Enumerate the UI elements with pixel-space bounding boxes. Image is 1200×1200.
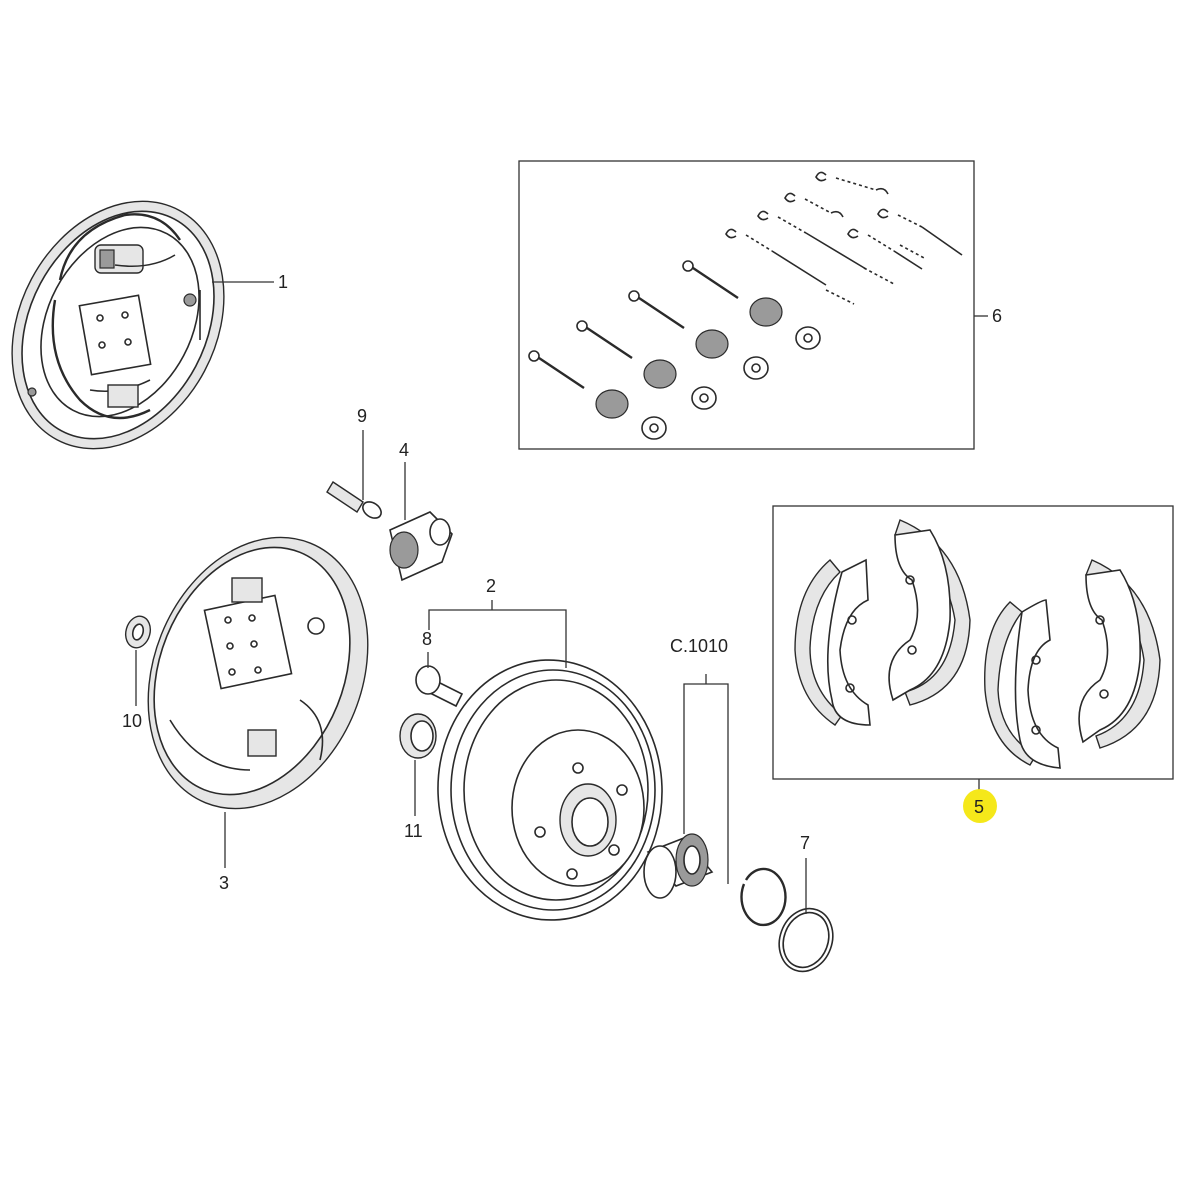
part-c1010-bearing	[643, 833, 714, 899]
spring-kit-box	[518, 160, 975, 450]
callout-8: 8	[422, 629, 432, 649]
part-1-brake-assembly	[11, 200, 225, 450]
part-5-brake-shoes	[794, 519, 1161, 769]
part-4-wheel-cylinder	[389, 511, 453, 582]
callout-c1010: C.1010	[670, 636, 728, 656]
callout-9: 9	[357, 406, 367, 426]
spring-kit-parts	[528, 171, 963, 440]
part-11-seal-ring	[399, 713, 437, 759]
callout-2: 2	[486, 576, 496, 596]
callout-4: 4	[399, 440, 409, 460]
callout-5: 5	[974, 797, 984, 817]
callout-3: 3	[219, 873, 229, 893]
callout-10: 10	[122, 711, 142, 731]
part-8-wheel-bolt	[415, 665, 464, 708]
callout-1: 1	[278, 272, 288, 292]
part-c1010-circlip	[740, 867, 787, 927]
part-9-bleeder-screw	[326, 481, 382, 519]
part-3-backing-plate	[147, 536, 369, 810]
callout-6: 6	[992, 306, 1002, 326]
brake-shoe-box	[772, 505, 1174, 780]
callout-11: 11	[404, 821, 423, 841]
part-10-grommet	[124, 615, 152, 649]
part-2-brake-drum	[437, 659, 663, 921]
part-7-dust-cap	[778, 907, 834, 973]
callout-7: 7	[800, 833, 810, 853]
callout-5-highlight: 5	[963, 789, 997, 823]
